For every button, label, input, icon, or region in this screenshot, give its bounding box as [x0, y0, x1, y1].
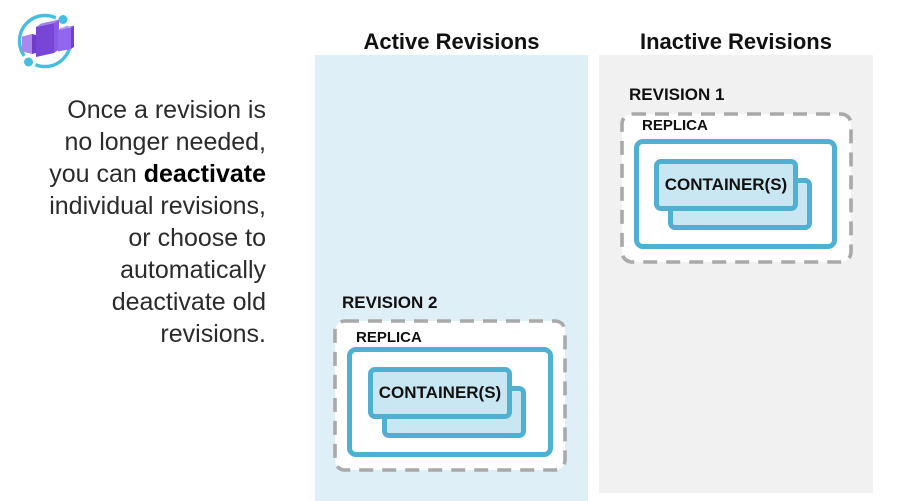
active-revisions-header: Active Revisions — [363, 29, 540, 54]
intro-line: or choose to — [128, 224, 266, 252]
intro-line: you can deactivate — [49, 160, 266, 188]
revision-2-replica-label: REPLICA — [356, 329, 422, 346]
intro-paragraph: Once a revision is no longer needed, you… — [0, 94, 266, 350]
revision-2-label: REVISION 2 — [342, 293, 438, 312]
intro-line: automatically — [120, 256, 266, 284]
intro-line: deactivate old — [111, 288, 266, 316]
deactivate-emphasis: deactivate — [143, 160, 266, 188]
intro-line: Once a revision is — [67, 96, 266, 124]
intro-line: no longer needed, — [64, 128, 266, 156]
intro-line: revisions. — [160, 320, 266, 348]
revision-2-container-front: CONTAINER(S) — [368, 367, 512, 419]
logo-dot-bottom — [21, 54, 36, 70]
revision-1-label: REVISION 1 — [629, 85, 725, 104]
revision-1-container-front: CONTAINER(S) — [654, 159, 798, 211]
intro-line: individual revisions, — [49, 192, 266, 220]
azure-container-apps-logo-icon — [17, 12, 74, 70]
logo-dot-top — [55, 12, 71, 27]
logo-containers — [22, 19, 74, 57]
inactive-revisions-header: Inactive Revisions — [640, 29, 832, 54]
revision-1-replica-label: REPLICA — [642, 117, 708, 134]
